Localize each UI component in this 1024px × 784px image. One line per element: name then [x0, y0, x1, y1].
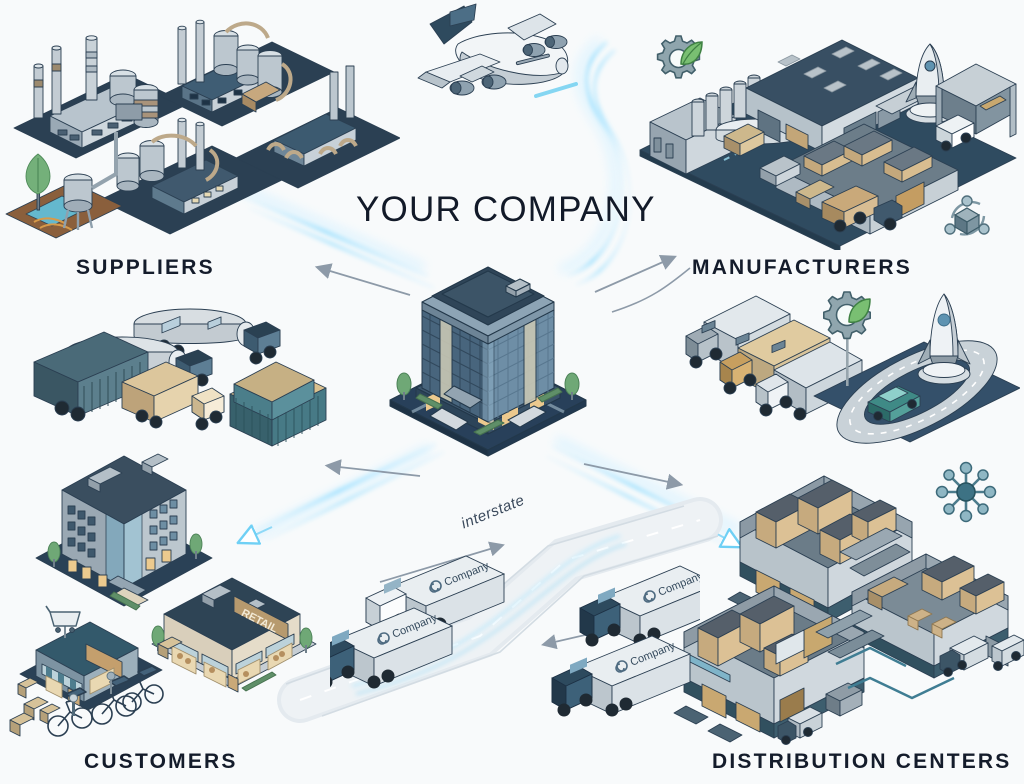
delivery-bike — [91, 675, 137, 725]
flow-center-suppliers — [234, 181, 435, 296]
highway-truck: Company — [365, 555, 505, 637]
cargo-airplane-icon — [417, 3, 578, 98]
manufacturing-assets-illustration — [685, 291, 1020, 444]
center-title: YOUR COMPANY — [356, 190, 656, 229]
shipping-container-stack — [229, 361, 327, 447]
highway-trucks-layer: Company Company Company Company — [330, 555, 700, 717]
water-tower-icon — [62, 173, 94, 230]
gear-leaf-icon — [823, 291, 871, 386]
rocket-icon — [917, 293, 971, 385]
suppliers-illustration — [5, 19, 400, 239]
center-office-tower — [389, 266, 587, 457]
distribution-centers-illustration — [673, 461, 1024, 745]
section-label-customers: CUSTOMERS — [84, 750, 238, 773]
shopping-cart-icon — [45, 605, 81, 638]
section-label-manufacturers: MANUFACTURERS — [692, 256, 912, 279]
hub-spoke-network-icon — [935, 461, 997, 523]
highway-truck: Company — [579, 565, 700, 647]
section-label-suppliers: SUPPLIERS — [76, 256, 215, 279]
logistics-fleet-illustration — [33, 308, 327, 447]
box-truck — [121, 316, 225, 431]
car-on-track-icon — [867, 385, 921, 423]
cube-network-icon — [944, 195, 990, 236]
gear-leaf-icon — [656, 35, 703, 79]
flow-center-customers — [120, 442, 445, 540]
customers-illustration: RETAIL — [9, 453, 317, 737]
highway-truck: Company — [551, 635, 691, 717]
section-label-distribution-centers: DISTRIBUTION CENTERS — [712, 750, 1012, 773]
delivery-bike — [122, 665, 164, 712]
flow-center-manufacturers — [558, 36, 691, 313]
manufacturers-illustration — [639, 35, 1017, 250]
highway-truck: Company — [330, 607, 453, 689]
tree-icon — [25, 153, 51, 211]
